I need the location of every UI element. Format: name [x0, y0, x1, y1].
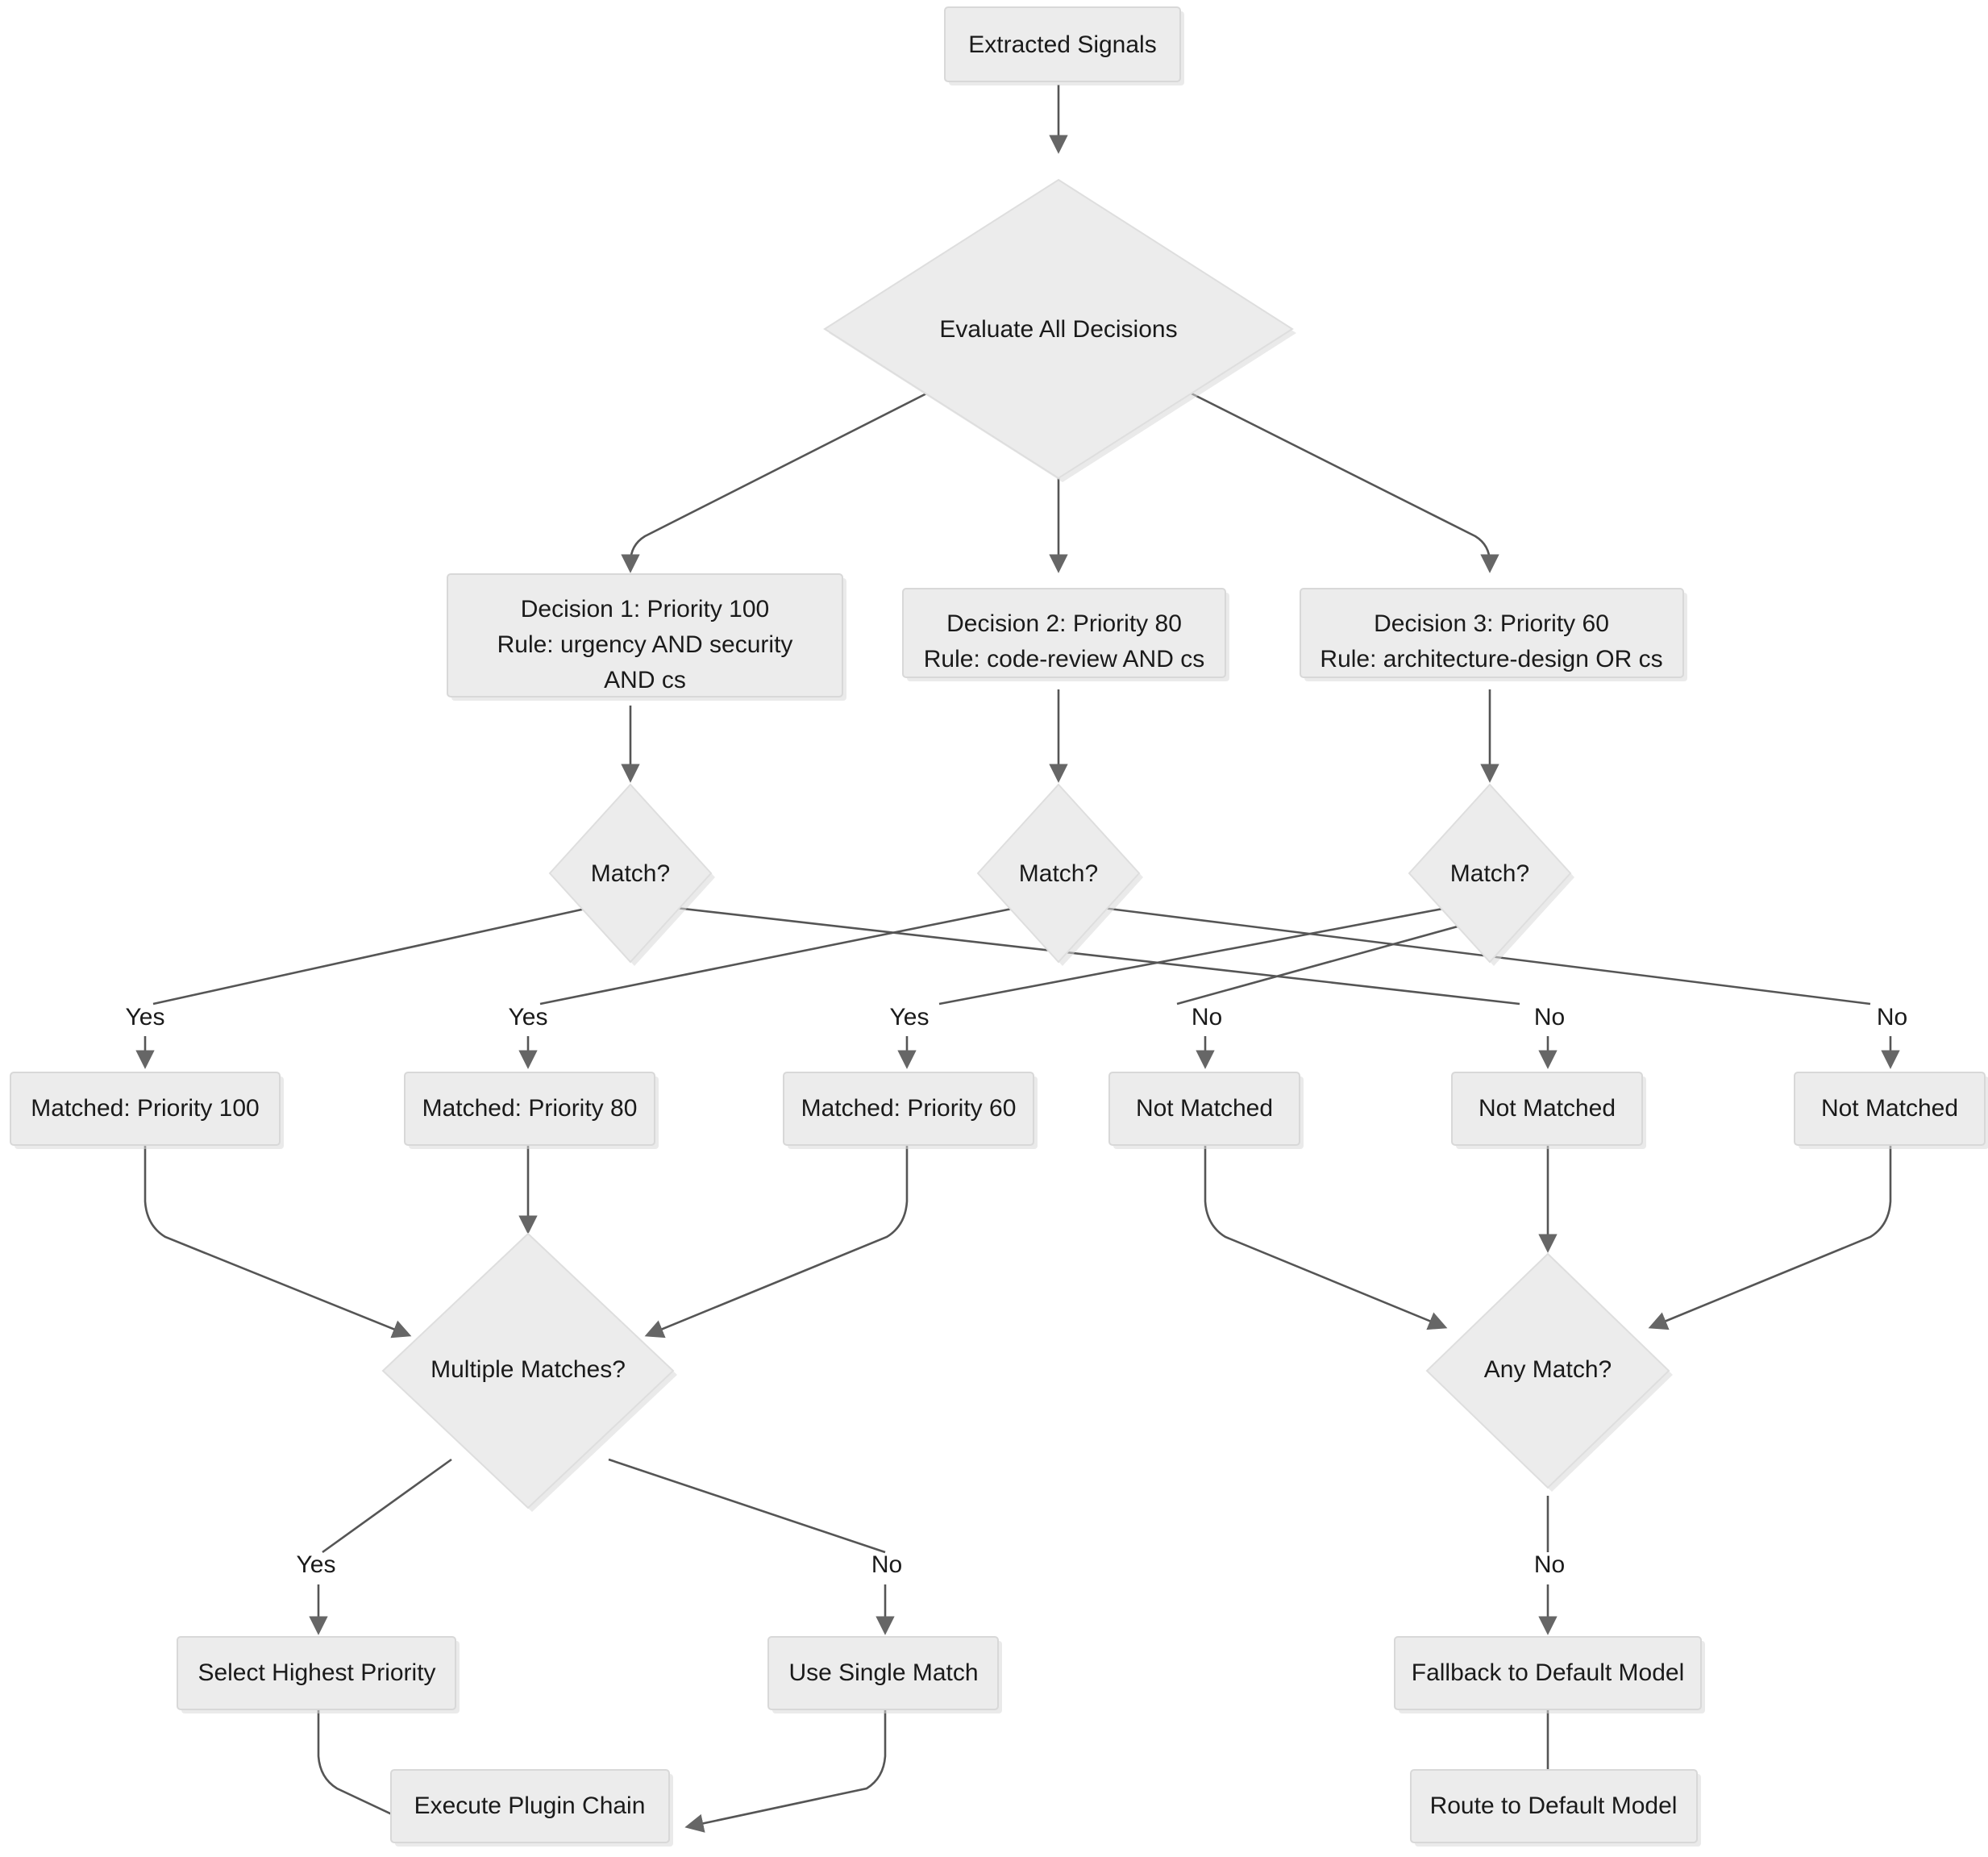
edge-label-multiple-no: No [871, 1551, 902, 1578]
node-label-multiple-matches: Multiple Matches? [430, 1356, 626, 1383]
node-label-select-highest: Select Highest Priority [198, 1659, 435, 1686]
edge-matched100-to-multiple [143, 1145, 412, 1339]
node-route-default-model[interactable]: Route to Default Model [1410, 1769, 1701, 1847]
node-decision-2[interactable]: Decision 2: Priority 80 Rule: code-revie… [902, 588, 1229, 681]
node-extracted-signals[interactable]: Extracted Signals [944, 6, 1184, 85]
node-matched-priority-80[interactable]: Matched: Priority 80 [404, 1072, 659, 1149]
node-label-decision1-line3: AND cs [604, 667, 686, 693]
node-label-evaluate-all: Evaluate All Decisions [939, 316, 1177, 343]
edge-label-any-match-no: No [1534, 1551, 1565, 1578]
edge-match3-yes [938, 906, 1452, 1006]
node-label-decision3-line2: Rule: architecture-design OR cs [1320, 646, 1662, 672]
edge-match1-yes [152, 906, 593, 1006]
edge-evaluate-to-decision3 [1170, 381, 1499, 573]
node-any-match[interactable]: Any Match? [1425, 1252, 1673, 1492]
node-not-matched-1[interactable]: Not Matched [1108, 1072, 1304, 1149]
node-label-match1: Match? [591, 860, 670, 887]
node-not-matched-3[interactable]: Not Matched [1794, 1072, 1988, 1149]
node-decision-3[interactable]: Decision 3: Priority 60 Rule: architectu… [1300, 588, 1687, 681]
edge-evaluate-to-decision1 [621, 381, 948, 573]
node-matched-priority-60[interactable]: Matched: Priority 60 [783, 1072, 1038, 1149]
node-decision-1[interactable]: Decision 1: Priority 100 Rule: urgency A… [447, 573, 846, 701]
edge-label-no-1: No [1192, 1004, 1222, 1031]
node-execute-plugin-chain[interactable]: Execute Plugin Chain [390, 1769, 673, 1847]
edge-label-yes-3: Yes [890, 1004, 930, 1031]
edge-notmatched3-to-anymatch [1648, 1145, 1892, 1330]
node-label-decision3-line1: Decision 3: Priority 60 [1374, 610, 1609, 637]
node-label-execute-plugin: Execute Plugin Chain [414, 1792, 646, 1819]
node-matched-priority-100[interactable]: Matched: Priority 100 [10, 1072, 284, 1149]
edge-label-multiple-yes: Yes [297, 1551, 336, 1578]
node-label-decision2-line1: Decision 2: Priority 80 [946, 610, 1182, 637]
edge-match1-no [668, 906, 1520, 1006]
edge-usesingle-to-execute [684, 1709, 887, 1833]
edge-label-no-3: No [1877, 1004, 1907, 1031]
node-label-extracted-signals: Extracted Signals [968, 31, 1156, 58]
node-fallback-default-model[interactable]: Fallback to Default Model [1394, 1636, 1705, 1713]
node-label-decision1-line2: Rule: urgency AND security [497, 631, 793, 658]
node-label-not-matched-1: Not Matched [1136, 1095, 1273, 1122]
node-label-matched100: Matched: Priority 100 [31, 1095, 259, 1122]
edge-matched60-to-multiple [644, 1145, 909, 1339]
node-select-highest-priority[interactable]: Select Highest Priority [177, 1636, 460, 1713]
edge-label-no-2: No [1534, 1004, 1565, 1031]
node-label-not-matched-2: Not Matched [1479, 1095, 1616, 1122]
node-label-decision2-line2: Rule: code-review AND cs [924, 646, 1204, 672]
node-label-decision1-line1: Decision 1: Priority 100 [521, 596, 769, 622]
node-use-single-match[interactable]: Use Single Match [767, 1636, 1002, 1713]
node-label-match2: Match? [1019, 860, 1098, 887]
node-label-fallback-default: Fallback to Default Model [1412, 1659, 1685, 1686]
node-match-2[interactable]: Match? [976, 783, 1143, 966]
node-match-3[interactable]: Match? [1408, 783, 1574, 966]
node-label-any-match: Any Match? [1484, 1356, 1612, 1383]
node-evaluate-all-decisions[interactable]: Evaluate All Decisions [823, 178, 1296, 482]
node-not-matched-2[interactable]: Not Matched [1451, 1072, 1646, 1149]
edge-multiple-no [608, 1458, 886, 1554]
node-match-1[interactable]: Match? [548, 783, 715, 966]
edge-select-to-execute [317, 1709, 422, 1830]
edge-notmatched1-to-anymatch [1204, 1145, 1448, 1330]
node-label-use-single: Use Single Match [788, 1659, 978, 1686]
node-label-matched80: Matched: Priority 80 [422, 1095, 638, 1122]
edge-match2-yes [539, 906, 1021, 1006]
edge-label-yes-2: Yes [509, 1004, 548, 1031]
node-label-route-default: Route to Default Model [1430, 1792, 1678, 1819]
node-label-not-matched-3: Not Matched [1821, 1095, 1958, 1122]
edge-label-yes-1: Yes [126, 1004, 165, 1031]
node-label-match3: Match? [1450, 860, 1529, 887]
node-multiple-matches[interactable]: Multiple Matches? [381, 1232, 677, 1512]
node-label-matched60: Matched: Priority 60 [801, 1095, 1017, 1122]
edge-multiple-yes [322, 1458, 452, 1554]
